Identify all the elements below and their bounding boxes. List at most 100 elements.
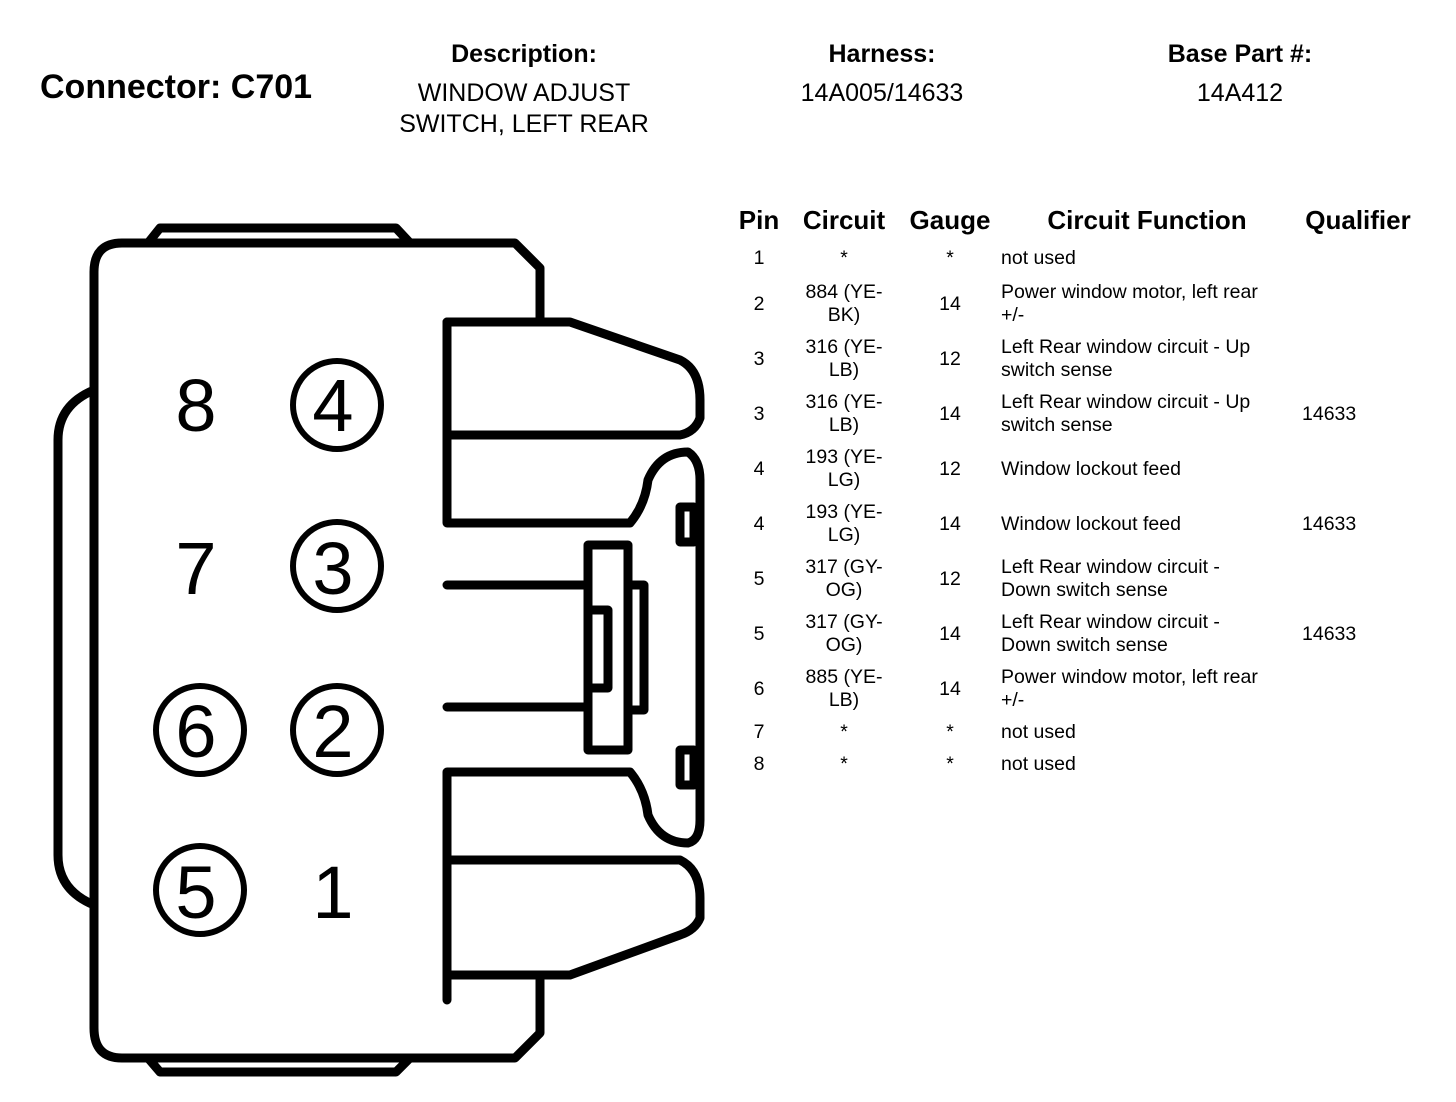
function-cell-line: Power window motor, left rear	[1001, 666, 1258, 688]
circuit-cell: *	[794, 719, 894, 745]
function-cell: Power window motor, left rear+/-	[1001, 279, 1301, 329]
function-cell: not used	[1001, 245, 1301, 271]
circuit-cell-line: *	[840, 752, 848, 775]
circuit-cell: 317 (GY-OG)	[794, 609, 894, 659]
circuit-cell-line: LB)	[828, 414, 860, 436]
upper-tab	[442, 317, 705, 1005]
pin-cell: 8	[753, 752, 765, 775]
gauge-cell: *	[946, 720, 954, 743]
connector-title: Connector: C701	[40, 68, 313, 106]
pin-cell: 7	[753, 720, 765, 743]
pin-label-2: 2	[312, 690, 353, 773]
pin-cell: 1	[753, 246, 765, 269]
gauge-cell: 14	[939, 677, 961, 700]
pin-label-8: 8	[175, 364, 216, 447]
circuit-cell: *	[794, 751, 894, 777]
qualifier-cell	[1302, 444, 1362, 494]
pin-label-3: 3	[312, 527, 353, 610]
circuit-cell-line: 317 (GY-	[805, 556, 883, 578]
circuit-cell: 884 (YE-BK)	[794, 279, 894, 329]
qualifier-cell	[1302, 245, 1362, 271]
circuit-cell-line: 316 (YE-	[805, 336, 883, 358]
function-cell: not used	[1001, 751, 1301, 777]
pin-cell: 6	[753, 677, 765, 700]
qualifier-cell: 14633	[1302, 512, 1357, 535]
circuit-cell-line: *	[840, 246, 848, 269]
circuit-cell-line: 885 (YE-	[805, 666, 883, 688]
function-cell: Left Rear window circuit -Down switch se…	[1001, 554, 1301, 604]
pin-cell: 3	[753, 347, 765, 370]
circuit-cell-line: LB)	[828, 359, 860, 381]
qualifier-cell	[1302, 751, 1362, 777]
pin-circle-5	[153, 843, 247, 937]
function-cell-line: Left Rear window circuit - Up	[1001, 336, 1251, 358]
circuit-cell-line: BK)	[827, 304, 861, 326]
gauge-cell: 14	[939, 402, 961, 425]
function-cell-line: +/-	[1001, 304, 1025, 326]
function-cell: Power window motor, left rear+/-	[1001, 664, 1301, 714]
base-part-value: 14A412	[1196, 79, 1284, 107]
top-latch-tab	[143, 223, 415, 248]
qualifier-cell	[1302, 554, 1362, 604]
function-cell-line: Down switch sense	[1001, 634, 1168, 656]
pin-cell: 4	[753, 457, 765, 480]
gauge-cell: 12	[939, 347, 961, 370]
function-cell-line: Left Rear window circuit -	[1001, 611, 1220, 633]
circuit-cell-line: OG)	[825, 579, 863, 601]
function-cell-line: +/-	[1001, 689, 1025, 711]
qualifier-cell	[1302, 664, 1362, 714]
side-latch	[53, 385, 99, 910]
description-value: WINDOW ADJUST SWITCH, LEFT REAR	[364, 78, 684, 140]
pin-circle-4	[290, 358, 384, 452]
circuit-cell-line: OG)	[825, 634, 863, 656]
connector-body	[89, 238, 545, 1063]
circuit-cell: 317 (GY-OG)	[794, 554, 894, 604]
description-label: Description:	[451, 40, 597, 68]
function-cell-line: Left Rear window circuit -	[1001, 556, 1220, 578]
function-cell: not used	[1001, 719, 1301, 745]
circuit-cell-line: 317 (GY-	[805, 611, 883, 633]
description-line-2: SWITCH, LEFT REAR	[399, 110, 649, 138]
pin-cell: 5	[753, 567, 765, 590]
qualifier-cell: 14633	[1302, 402, 1357, 425]
pin-label-4: 4	[312, 364, 353, 447]
circuit-cell-line: 316 (YE-	[805, 391, 883, 413]
column-header-circuit: Circuit	[802, 205, 886, 235]
pin-circle-3	[290, 519, 384, 613]
gauge-cell: 12	[939, 567, 961, 590]
column-header-qualifier: Qualifier	[1305, 205, 1411, 235]
circuit-cell: 316 (YE-LB)	[794, 389, 894, 439]
column-header-pin: Pin	[738, 205, 780, 235]
bottom-latch-tab	[143, 1053, 415, 1077]
circuit-cell-line: LG)	[827, 469, 861, 491]
column-header-gauge: Gauge	[909, 205, 991, 235]
pin-circle-2	[290, 683, 384, 777]
circuit-cell: 193 (YE-LG)	[794, 499, 894, 549]
function-cell-line: Left Rear window circuit - Up	[1001, 391, 1251, 413]
pin-cell: 3	[753, 402, 765, 425]
pin-circle-6	[153, 683, 247, 777]
pin-label-5: 5	[175, 851, 216, 934]
circuit-cell-line: 193 (YE-	[805, 446, 883, 468]
qualifier-cell	[1302, 279, 1362, 329]
pin-cell: 2	[753, 292, 765, 315]
function-cell-line: Down switch sense	[1001, 579, 1168, 601]
pin-label-6: 6	[175, 690, 216, 773]
function-cell-line: Window lockout feed	[1001, 457, 1181, 480]
qualifier-cell	[1302, 334, 1362, 384]
gauge-cell: 14	[939, 512, 961, 535]
pin-label-7: 7	[175, 527, 216, 610]
gauge-cell: 12	[939, 457, 961, 480]
circuit-cell-line: *	[840, 720, 848, 743]
gauge-cell: 14	[939, 292, 961, 315]
circuit-cell-line: LG)	[827, 524, 861, 546]
connector-face-diagram: 8 7 6 5 4 3 2 1	[53, 223, 705, 1077]
gauge-cell: *	[946, 246, 954, 269]
column-header-circuit-function: Circuit Function	[1047, 205, 1247, 235]
function-cell-line: not used	[1001, 246, 1076, 269]
pin-cell: 5	[753, 622, 765, 645]
circuit-cell-line: 193 (YE-	[805, 501, 883, 523]
circuit-cell: 885 (YE-LB)	[794, 664, 894, 714]
